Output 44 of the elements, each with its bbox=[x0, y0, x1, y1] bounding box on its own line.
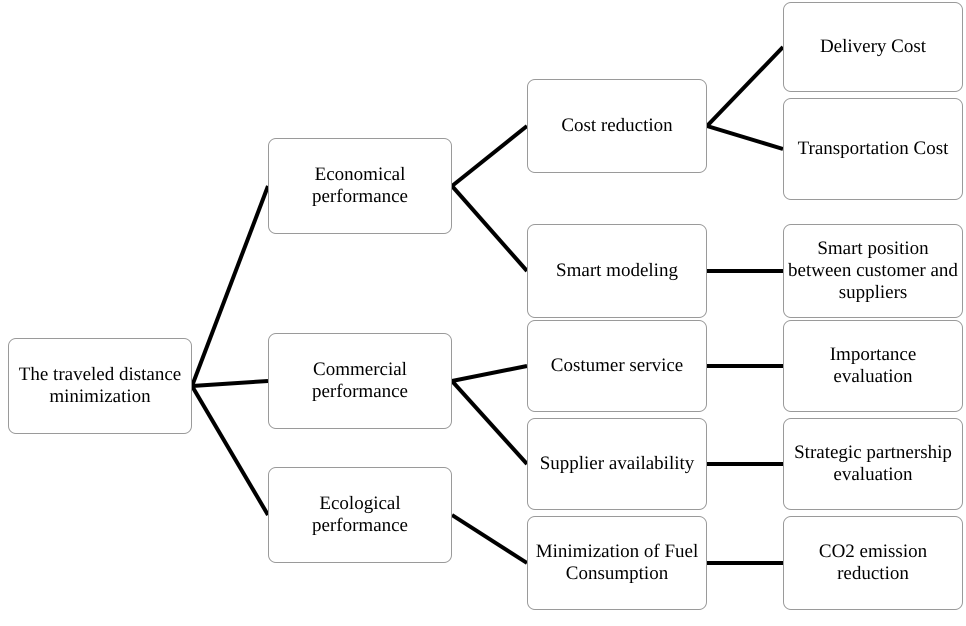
connector-line bbox=[450, 380, 528, 466]
connector-line bbox=[706, 124, 784, 151]
connector-line bbox=[450, 184, 528, 272]
connector-line bbox=[190, 384, 270, 516]
node-label: Cost reduction bbox=[561, 115, 673, 137]
node-label: Economical performance bbox=[311, 164, 409, 208]
node-label: Ecological performance bbox=[311, 493, 409, 537]
node-label: Supplier availability bbox=[540, 453, 694, 475]
connector-line bbox=[450, 513, 528, 565]
node-box bbox=[527, 516, 707, 610]
connector-line bbox=[706, 46, 784, 128]
connector-line bbox=[452, 364, 528, 383]
node-label: Commercial performance bbox=[311, 359, 409, 403]
node-label: Strategic partnership evaluation bbox=[793, 442, 953, 486]
node-box bbox=[268, 138, 452, 234]
node-label: Smart position between customer and suppliers bbox=[788, 238, 958, 304]
connector-line bbox=[450, 124, 528, 188]
node-box bbox=[783, 418, 963, 510]
node-box bbox=[268, 467, 452, 563]
node-box bbox=[783, 2, 963, 92]
node-label: Minimization of Fuel Consumption bbox=[534, 541, 700, 585]
connector-line bbox=[190, 185, 270, 387]
node-box bbox=[527, 320, 707, 412]
node-box bbox=[527, 79, 707, 173]
node-label: Delivery Cost bbox=[820, 36, 926, 58]
node-box bbox=[268, 333, 452, 429]
node-label: Transportation Cost bbox=[798, 138, 948, 160]
node-box bbox=[527, 418, 707, 510]
node-box bbox=[527, 224, 707, 318]
node-label: Importance evaluation bbox=[828, 344, 918, 388]
node-box bbox=[783, 320, 963, 412]
connector-line bbox=[707, 561, 783, 565]
connector-line bbox=[707, 462, 783, 466]
node-label: CO2 emission reduction bbox=[818, 541, 928, 585]
connector-line bbox=[707, 269, 783, 273]
node-label: Smart modeling bbox=[556, 260, 678, 282]
node-box bbox=[783, 224, 963, 318]
node-box bbox=[8, 338, 192, 434]
node-label: Costumer service bbox=[550, 355, 684, 377]
connector-line bbox=[192, 379, 268, 388]
connector-line bbox=[707, 364, 783, 368]
node-box bbox=[783, 98, 963, 200]
node-label: The traveled distance minimization bbox=[18, 364, 182, 408]
node-box bbox=[783, 516, 963, 610]
